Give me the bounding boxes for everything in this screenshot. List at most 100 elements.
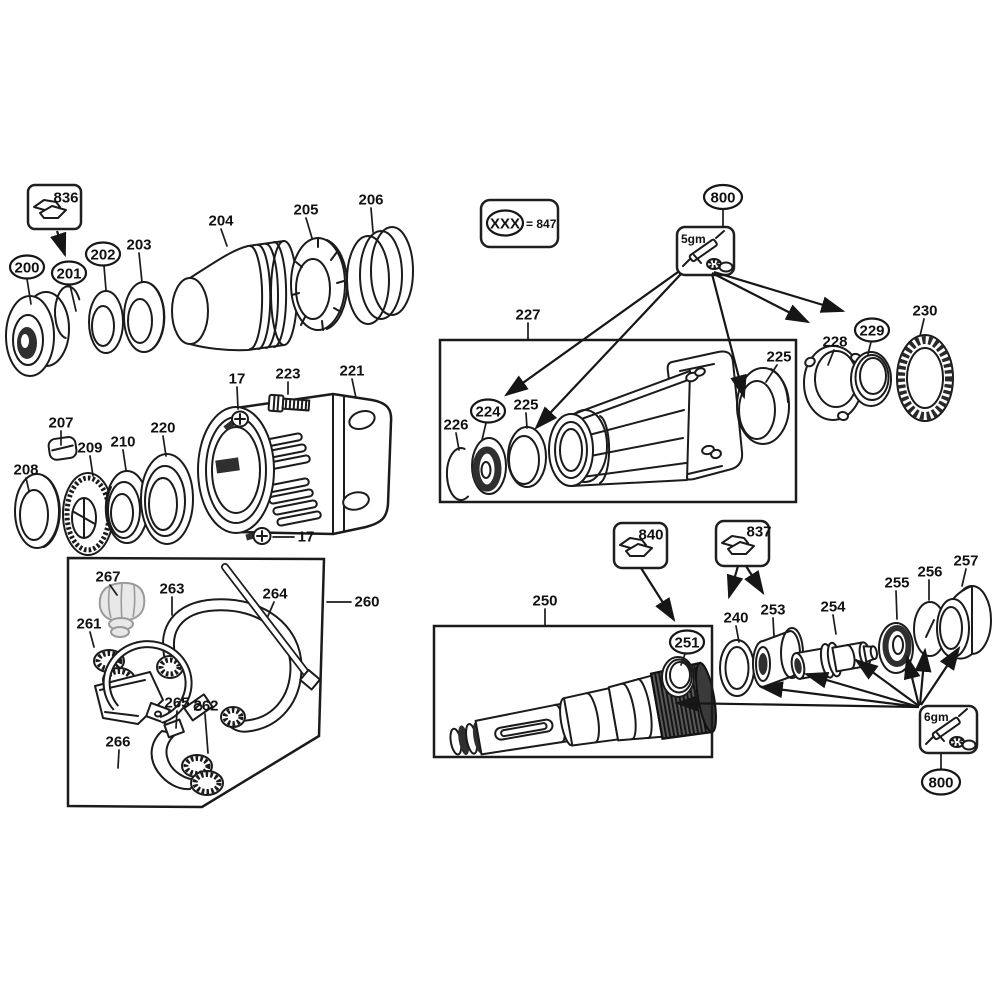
svg-text:840: 840 xyxy=(638,527,663,544)
part-240-o-ring xyxy=(719,639,755,697)
part-264-rod xyxy=(221,563,321,691)
part-228-retainer xyxy=(803,345,863,422)
label-200: 200 xyxy=(8,254,46,305)
svg-text:266: 266 xyxy=(105,734,130,751)
label-204: 204 xyxy=(208,213,234,247)
label-257: 257 xyxy=(953,553,979,587)
part-205-ring-nut xyxy=(290,237,349,331)
grease-bottom-amount: 6gm xyxy=(924,710,949,724)
label-267: 267 xyxy=(95,569,121,596)
parts-artwork xyxy=(5,226,992,796)
label-840: 840 xyxy=(638,527,663,544)
group-box-260 xyxy=(66,556,326,809)
arrow-6gm-to-255 xyxy=(903,654,921,707)
svg-text:226: 226 xyxy=(443,417,468,434)
grease-tube-icon xyxy=(682,230,734,273)
svg-text:209: 209 xyxy=(77,440,102,457)
svg-text:220: 220 xyxy=(150,420,175,437)
label-836: 836 xyxy=(53,190,78,207)
svg-text:223: 223 xyxy=(275,366,300,383)
arrow-6gm-to-253 xyxy=(803,671,920,709)
part-209-cap xyxy=(62,472,114,556)
part-201-snap-ring xyxy=(54,285,81,339)
part-221-housing xyxy=(197,392,393,536)
legend-xxx: XXX xyxy=(490,216,520,233)
part-225-ring-right xyxy=(736,367,790,445)
arrow-5gm-to-225-right xyxy=(710,273,747,400)
arrow-6gm-to-240 xyxy=(758,681,920,709)
part-255-seal xyxy=(878,622,914,674)
part-207-cap xyxy=(47,436,78,461)
arrow-840-to-250 xyxy=(640,567,676,623)
arrow-5gm-to-224 xyxy=(504,271,679,397)
svg-text:225: 225 xyxy=(513,397,538,414)
arrow-6gm-to-spindle-gear xyxy=(674,694,920,712)
label-203: 203 xyxy=(126,237,152,283)
svg-text:240: 240 xyxy=(723,610,748,627)
svg-text:837: 837 xyxy=(746,524,771,541)
label-226: 226 xyxy=(443,417,469,451)
grease-top-amount: 5gm xyxy=(681,232,706,246)
callout-arrows xyxy=(50,208,961,771)
part-208-ring xyxy=(14,473,61,549)
arrow-5gm-to-225-left xyxy=(534,273,682,430)
label-224: 224 xyxy=(469,398,507,441)
part-210-threaded-ring xyxy=(104,470,149,544)
svg-text:260: 260 xyxy=(354,594,379,611)
part-223-bolt xyxy=(267,393,311,413)
label-228: 228 xyxy=(822,334,848,366)
label-800-bottom: 800 xyxy=(920,768,962,796)
svg-text:229: 229 xyxy=(859,323,884,340)
label-240: 240 xyxy=(723,610,749,643)
svg-text:262: 262 xyxy=(193,698,218,715)
svg-text:17: 17 xyxy=(298,529,315,546)
svg-text:204: 204 xyxy=(208,213,234,230)
arrow-5gm-to-229 xyxy=(713,270,846,313)
label-800-top: 800 xyxy=(702,183,744,211)
part-225-ring-left xyxy=(507,426,547,488)
label-837: 837 xyxy=(746,524,771,541)
part-227-field-case xyxy=(548,350,744,487)
svg-text:210: 210 xyxy=(110,434,135,451)
legend-value: = 847 xyxy=(526,217,557,231)
svg-text:202: 202 xyxy=(90,247,115,264)
svg-text:205: 205 xyxy=(293,202,318,219)
part-202-washer xyxy=(88,290,124,354)
part-labels: 200 201 202 203 204 205 206 836 17 223 2… xyxy=(8,183,979,796)
svg-text:256: 256 xyxy=(917,564,942,581)
label-17-bottom: 17 xyxy=(272,529,315,546)
label-17-top: 17 xyxy=(229,371,245,410)
svg-text:224: 224 xyxy=(475,404,501,421)
group-box-250 xyxy=(432,624,714,759)
svg-text:228: 228 xyxy=(822,334,847,351)
svg-text:250: 250 xyxy=(532,593,557,610)
arrow-6gm-to-254 xyxy=(854,658,920,707)
grease-tube-icon xyxy=(925,708,977,751)
label-220: 220 xyxy=(150,420,176,457)
label-227: 227 xyxy=(515,307,540,324)
label-221: 221 xyxy=(339,363,365,399)
part-220-disc xyxy=(140,453,194,545)
svg-text:251: 251 xyxy=(674,635,699,652)
label-256: 256 xyxy=(917,564,943,601)
part-257-cap xyxy=(936,585,992,660)
label-229: 229 xyxy=(853,317,891,355)
label-263: 263 xyxy=(159,581,185,616)
label-223: 223 xyxy=(275,366,301,395)
svg-text:200: 200 xyxy=(14,260,39,277)
label-253: 253 xyxy=(760,602,786,637)
part-203-ring xyxy=(123,281,166,353)
legend-xxx-oval xyxy=(485,209,525,237)
part-229-seal-ring xyxy=(850,351,892,407)
label-266: 266 xyxy=(105,734,131,769)
grease-box-5gm: 5gm xyxy=(675,225,736,277)
arrow-6gm-to-257 xyxy=(920,645,961,706)
svg-text:227: 227 xyxy=(515,307,540,324)
label-255: 255 xyxy=(884,575,910,620)
label-262: 262 xyxy=(193,698,219,754)
part-251-seal-ring xyxy=(661,656,695,698)
arrow-836-to-assembly xyxy=(50,230,67,258)
grease-box-6gm: 6gm xyxy=(918,704,979,755)
label-225-left: 225 xyxy=(513,397,539,429)
label-225-right: 225 xyxy=(765,349,792,383)
